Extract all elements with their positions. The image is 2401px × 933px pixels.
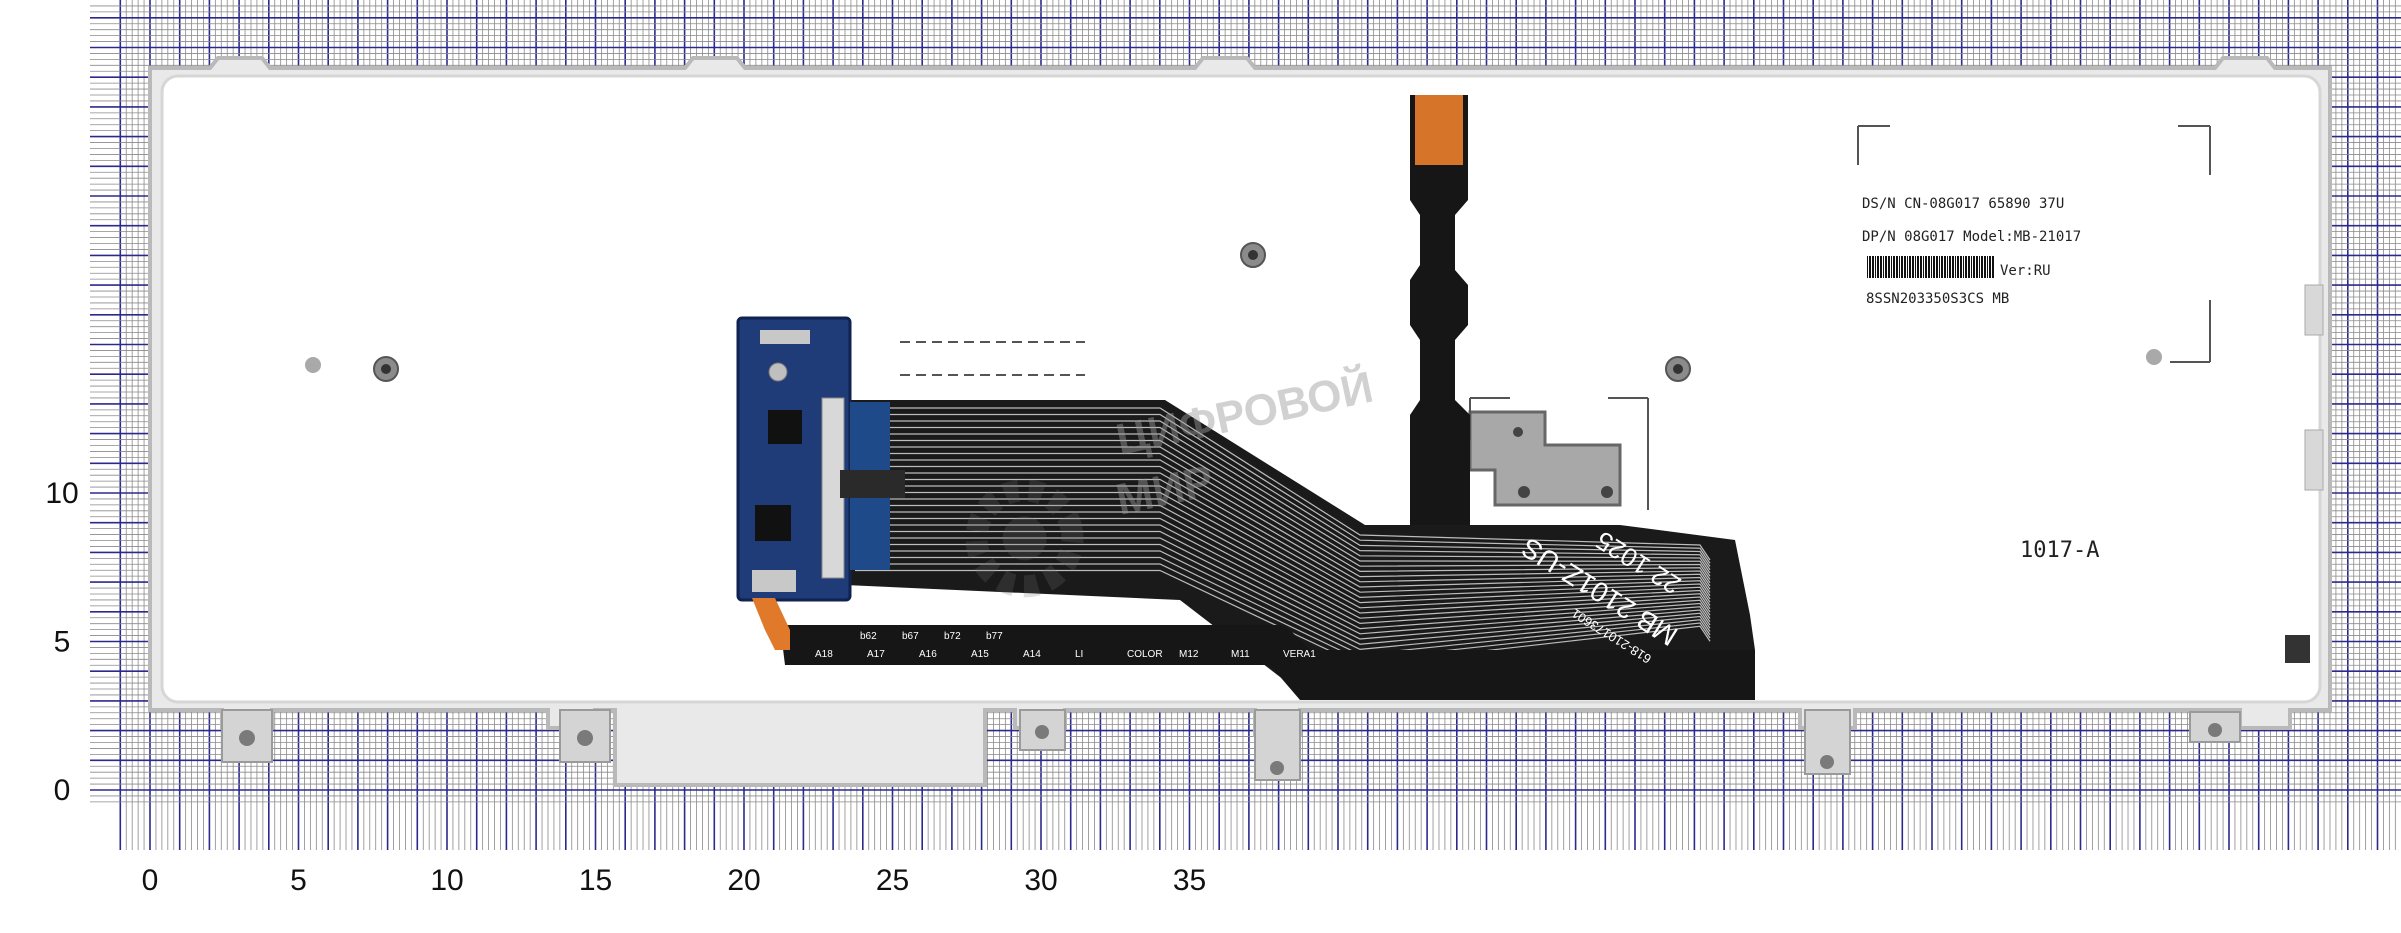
ribbon-trace [855,530,1711,635]
y-tick-label: 10 [45,477,78,510]
label-sticker [1866,256,1994,278]
ribbon-trace [855,433,1711,574]
ribbon-trace [855,420,1711,567]
axis-labels: 0 5 10 15 20 25 30 35 0 5 10 [45,477,1206,897]
mount-tab [1019,709,1066,751]
sticker-line-3: Ver:RU [2000,263,2051,279]
ribbon-trace [855,465,1711,590]
ribbon-trace [855,511,1711,619]
cable-label-upper: b67 [902,631,919,642]
y-tick-label: 0 [54,774,71,807]
cable-label: M12 [1179,649,1199,660]
cable-labels-upper: b62 b67 b72 b77 [860,631,1003,642]
mount-tab [1254,709,1301,781]
cable-label: A16 [919,649,937,660]
keyboard-plate [148,56,2332,787]
sticker-line-4: 8SSN203350S3CS MB [1866,291,2009,307]
ribbon-trace [855,478,1711,597]
cable-label-upper: b62 [860,631,877,642]
ribbon-trace [855,472,1711,593]
ribbon-trace [855,498,1711,609]
ribbon-trace [855,517,1711,625]
ribbon-trace [855,459,1711,587]
vertical-flex-cable [1410,95,1470,530]
cable-label: A18 [815,649,833,660]
ribbon-trace [855,413,1711,564]
cable-label: M11 [1231,649,1250,660]
cable-label-upper: b77 [986,631,1003,642]
x-tick-label: 35 [1173,864,1206,897]
watermark [965,479,1084,598]
x-tick-label: 25 [876,864,909,897]
metal-bracket [1468,410,1622,507]
ribbon-traces [855,407,1711,666]
ribbon-trace [855,550,1711,651]
cable-label: A17 [867,649,885,660]
cable-label: A15 [971,649,989,660]
board-code: 1017-A [2020,538,2099,563]
ribbon-trace [855,543,1711,645]
ribbon-trace [855,537,1711,640]
cable-label-upper: b72 [944,631,961,642]
x-tick-label: 15 [579,864,612,897]
screw-holes [305,242,2162,382]
ribbon-trace [855,439,1711,577]
cable-label: A14 [1023,649,1041,660]
ribbon-cable [780,400,1755,700]
ribbon-trace [855,407,1711,561]
y-tick-label: 5 [54,626,71,659]
ribbon-trace [855,452,1711,584]
sticker-line-1: DS/N CN-08G017 65890 37U [1862,196,2064,212]
ribbon-trace [855,491,1711,604]
pcb-board [736,316,905,650]
cable-label: LI [1075,649,1083,660]
mount-tab [559,709,611,763]
cable-label: VERA1 [1283,649,1316,660]
x-tick-label: 0 [142,864,159,897]
ribbon-trace [855,426,1711,571]
ribbon-trace [855,485,1711,600]
x-tick-label: 30 [1024,864,1057,897]
x-tick-label: 20 [727,864,760,897]
ribbon-trace [855,524,1711,630]
cable-labels: A18 A17 A16 A15 A14 LI COLOR M12 M11 VERA1 [815,649,1316,660]
barcode [1866,256,1994,278]
sticker-line-2: DP/N 08G017 Model:MB-21017 [1862,229,2081,245]
ribbon-trace [855,504,1711,614]
x-tick-label: 10 [430,864,463,897]
cable-label: COLOR [1127,649,1163,660]
x-tick-label: 5 [290,864,307,897]
ribbon-trace [855,446,1711,580]
